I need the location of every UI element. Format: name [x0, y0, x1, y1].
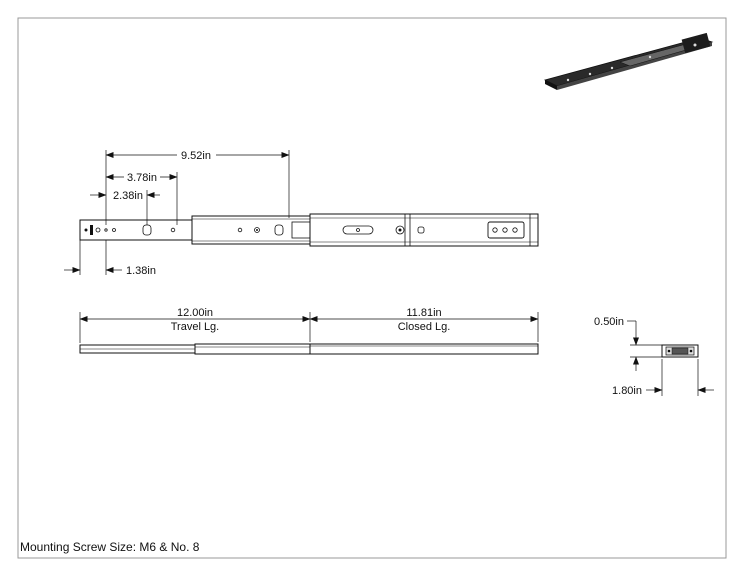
dim-label-closed-value: 11.81in [406, 307, 441, 319]
mounting-screw-note: Mounting Screw Size: M6 & No. 8 [20, 540, 200, 554]
dim-label-travel-value: 12.00in [177, 307, 213, 319]
dim-label-closed-caption: Closed Lg. [398, 321, 451, 333]
top-view-slide [79, 213, 539, 247]
dimension-height [627, 320, 662, 371]
drawing-border [17, 17, 727, 559]
dimension-9-52 [105, 150, 290, 225]
dimension-3-78 [105, 172, 178, 225]
dim-label-1-38: 1.38in [126, 265, 156, 277]
dim-label-3-78: 3.78in [127, 172, 157, 184]
dim-label-9-52: 9.52in [181, 150, 211, 162]
dim-label-travel-caption: Travel Lg. [171, 321, 220, 333]
dimension-2-38 [90, 190, 160, 225]
dimension-1-38 [64, 240, 122, 275]
dim-label-2-38: 2.38in [113, 190, 143, 202]
dim-label-width: 1.80in [612, 385, 642, 397]
dimension-closed-length [309, 312, 539, 342]
side-view-slide [79, 343, 539, 355]
dimension-width [646, 359, 714, 396]
isometric-view [543, 32, 714, 90]
end-view-slide [661, 344, 699, 358]
dim-label-height: 0.50in [594, 316, 624, 328]
